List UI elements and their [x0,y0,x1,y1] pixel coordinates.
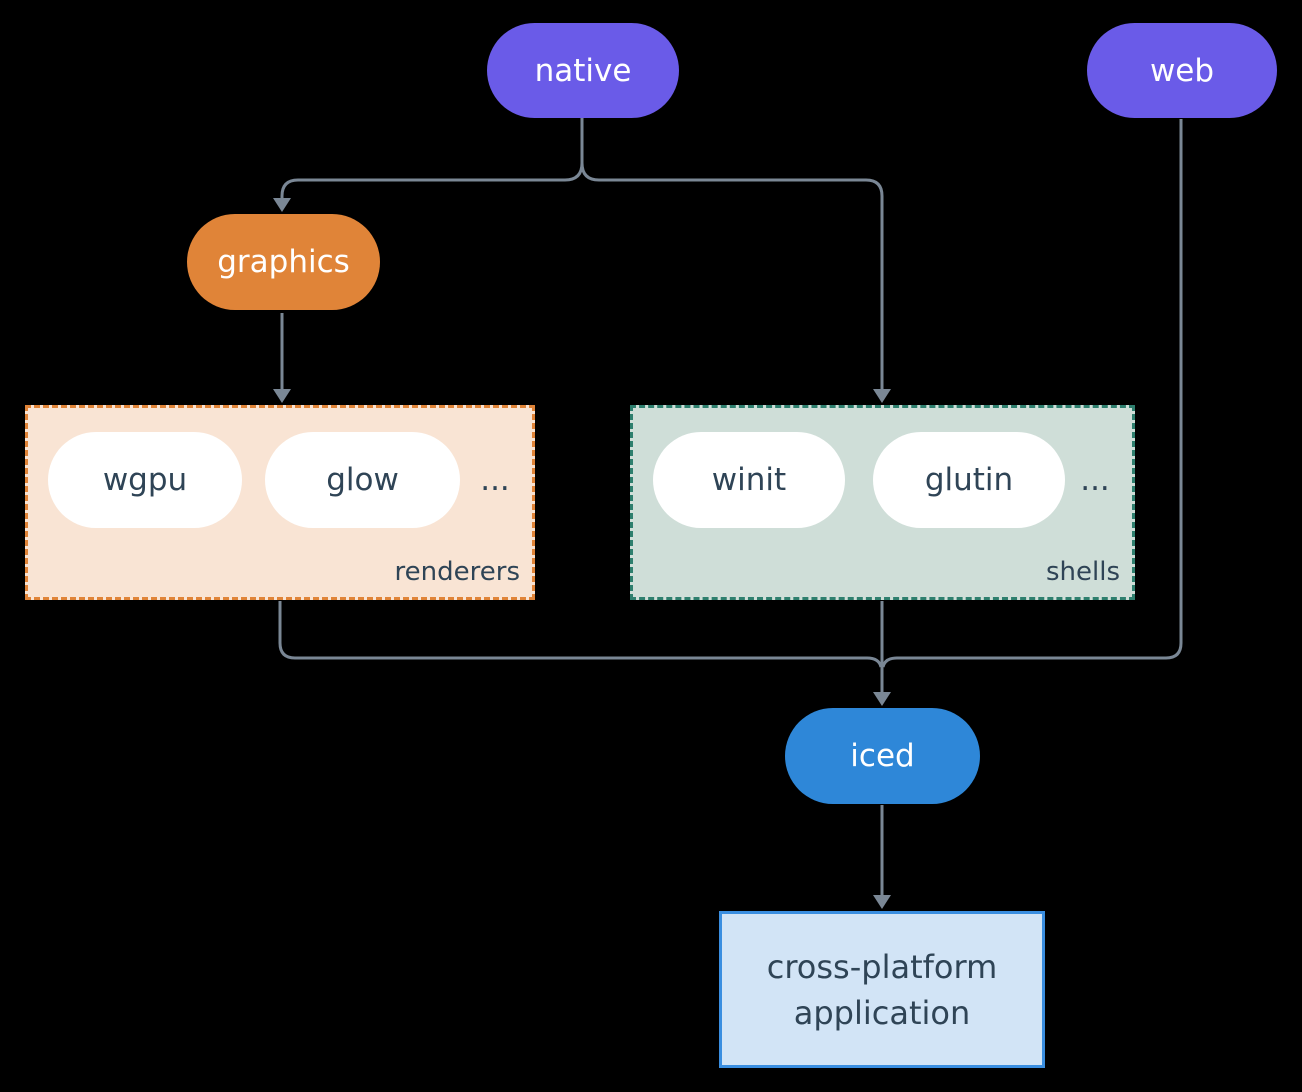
node-native: native [487,23,679,118]
node-graphics: graphics [187,214,380,310]
cross-platform-application-box: cross-platform application [719,911,1045,1068]
group-shells: winit glutin ... shells [630,405,1135,600]
application-label-line2: application [793,993,971,1032]
node-glow: glow [265,432,460,528]
node-glutin-label: glutin [924,462,1014,498]
node-web: web [1087,23,1277,118]
edge-native-graphics [280,162,584,198]
node-wgpu: wgpu [48,432,242,528]
arrowhead-into-renderers [273,389,291,403]
renderers-group-label: renderers [394,557,520,587]
shells-ellipsis: ... [1080,462,1110,498]
edge-renderers-merge [278,601,883,668]
node-glutin: glutin [873,432,1065,528]
arrowhead-into-graphics [273,198,291,212]
node-glow-label: glow [326,462,399,498]
node-iced: iced [785,708,980,804]
node-iced-label: iced [850,738,915,774]
node-wgpu-label: wgpu [102,462,188,498]
arrowhead-into-application [873,895,891,909]
node-winit-label: winit [711,462,787,498]
arrowhead-into-iced [873,692,891,706]
node-graphics-label: graphics [217,244,350,280]
edge-web-merge [881,119,1183,668]
node-winit: winit [653,432,845,528]
application-label-line1: cross-platform [766,947,998,986]
group-renderers: wgpu glow ... renderers [25,405,535,600]
node-web-label: web [1149,52,1215,89]
shells-group-label: shells [1045,557,1120,587]
renderers-ellipsis: ... [480,462,510,498]
edge-native-shells [580,162,884,389]
arrowhead-into-shells [873,389,891,403]
node-native-label: native [534,52,632,89]
